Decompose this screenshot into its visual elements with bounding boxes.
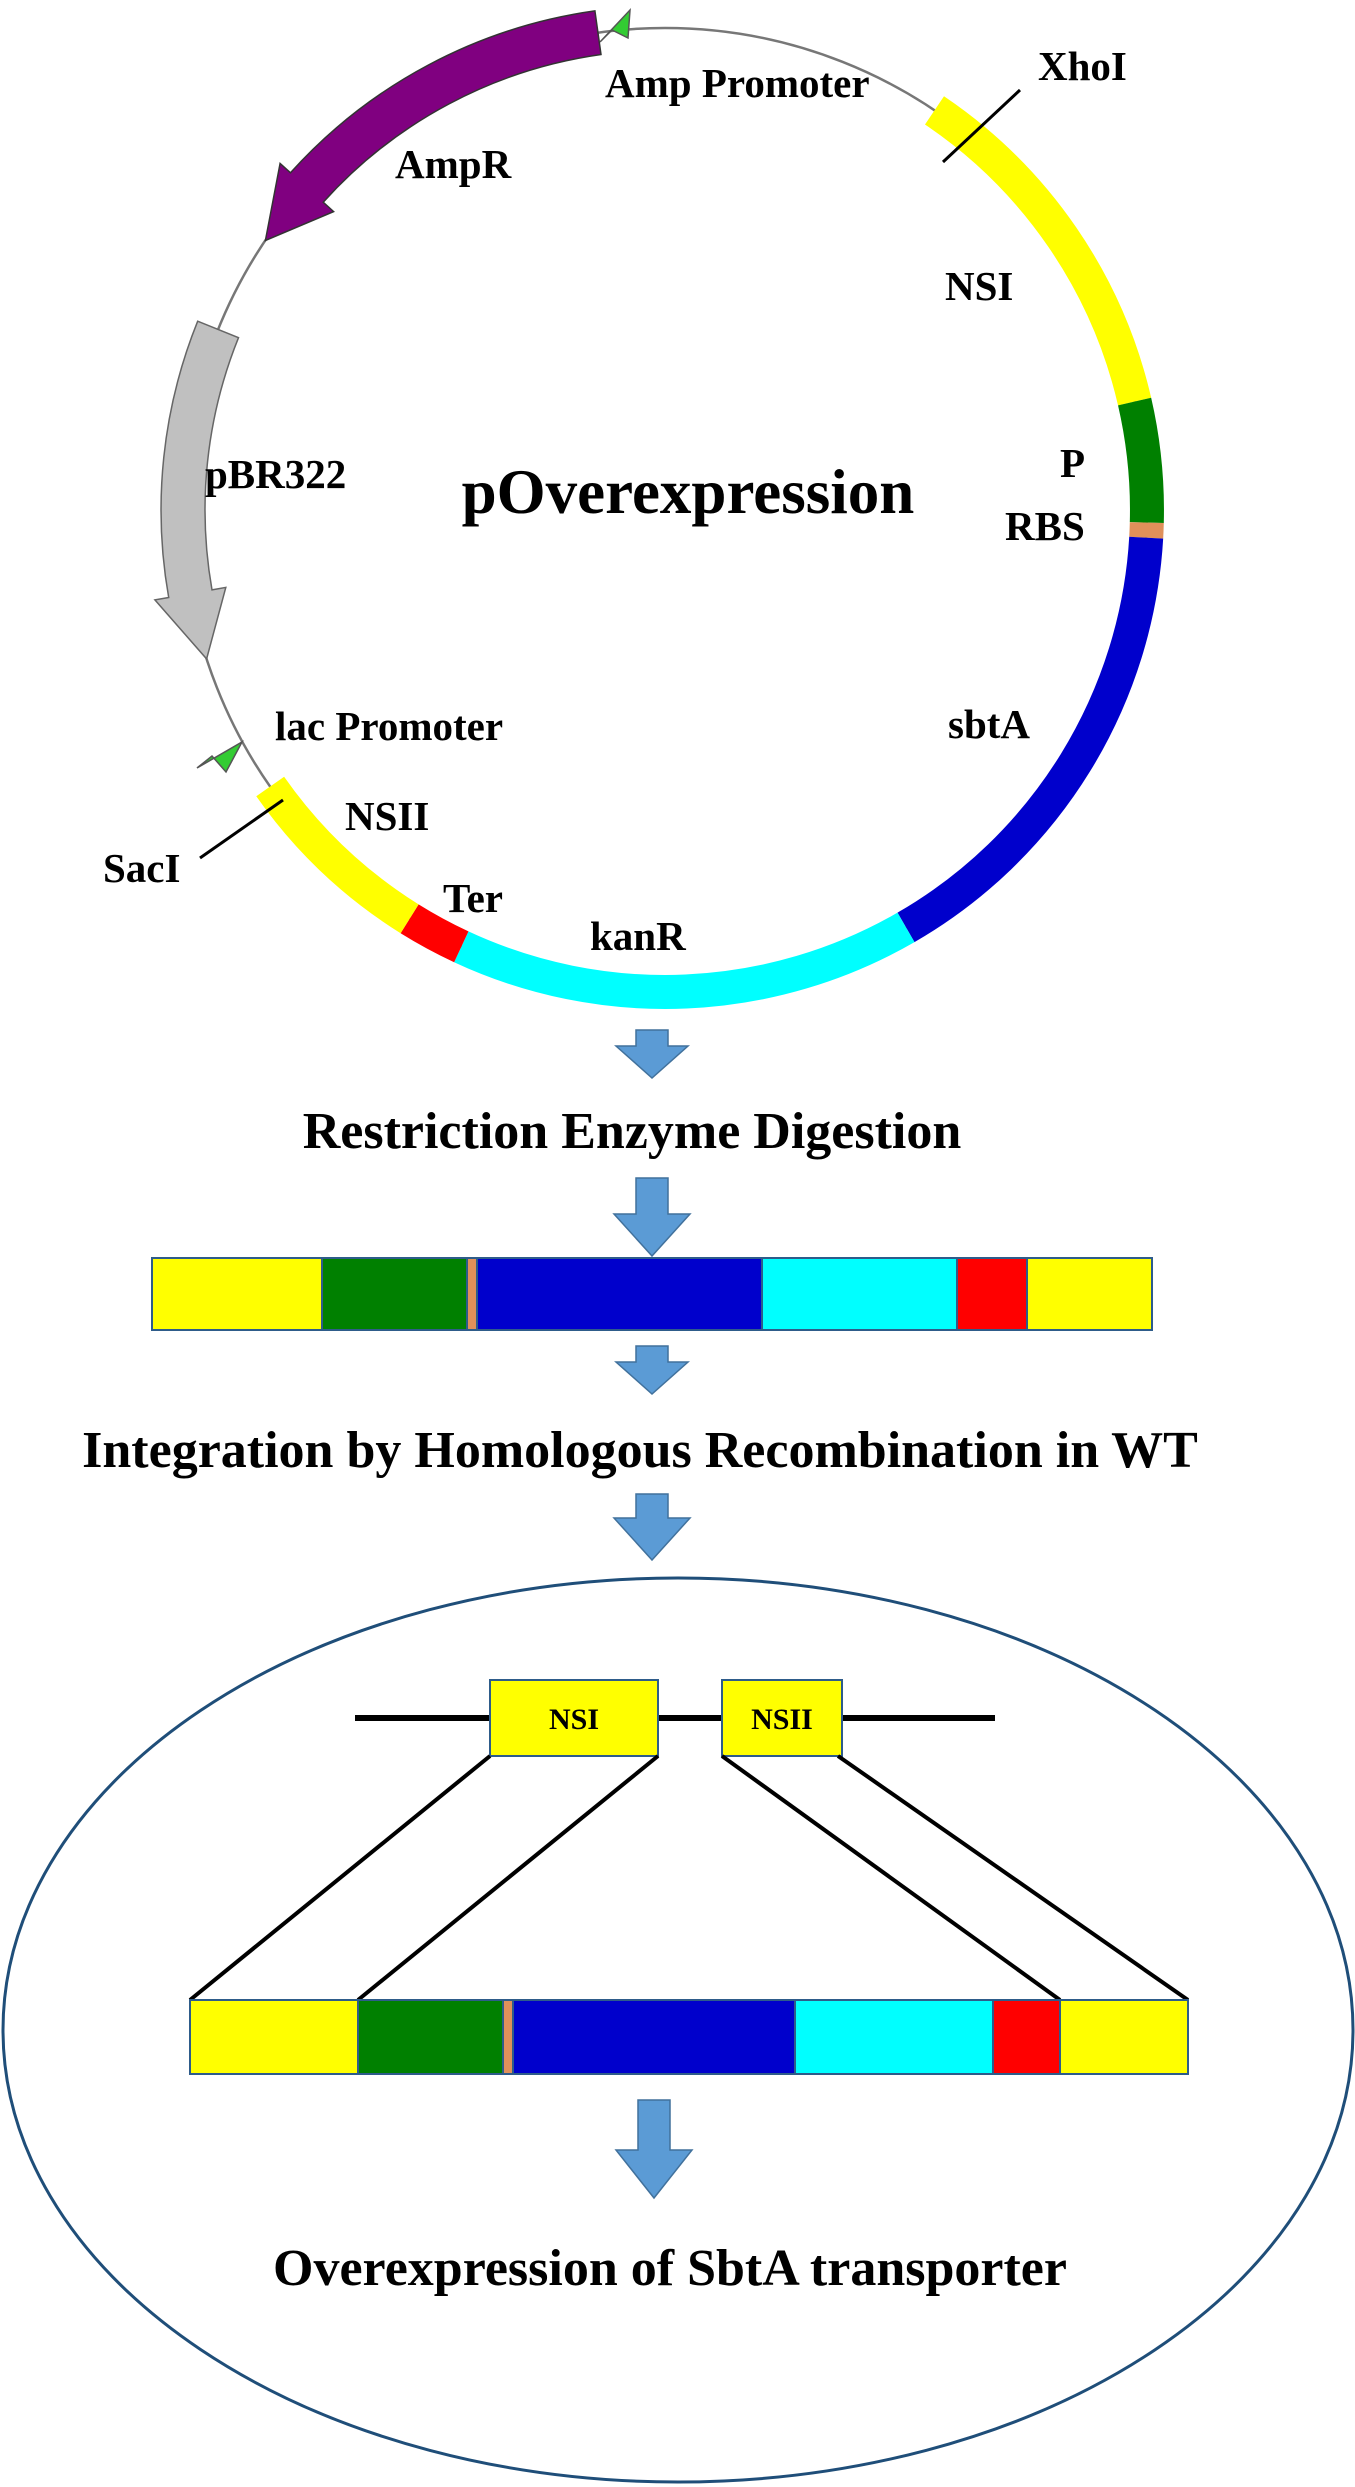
flow-arrow-2: [612, 1177, 692, 1258]
integrated-ter-block: [992, 1999, 1061, 2075]
flow-arrow-1: [614, 1029, 690, 1080]
linear-construct: [151, 1257, 1153, 1331]
integration-step-label: Integration by Homologous Recombination …: [82, 1422, 1198, 1479]
integrated-p-block: [357, 1999, 504, 2075]
integrated-kanr-block: [794, 1999, 994, 2075]
plasmid-name: pOverexpression: [462, 457, 915, 527]
rbs-label: RBS: [1005, 503, 1085, 549]
recombination-lines: [188, 1754, 1190, 2002]
flow-arrow-3: [614, 1345, 690, 1396]
integrated-nsii-block: [1059, 1999, 1189, 2075]
ter-label: Ter: [443, 875, 503, 921]
saci-label: SacI: [103, 845, 180, 891]
construct-sbta-block: [476, 1257, 763, 1331]
xhoi-cut-line: [941, 88, 1022, 164]
integrated-sbta-block: [512, 1999, 796, 2075]
kanr-segment: [454, 912, 915, 1009]
integrated-rbs-block: [502, 1999, 514, 2075]
crossover-line-2: [356, 1754, 660, 2002]
nsi-segment: [924, 96, 1152, 406]
ampr-label: AmpR: [395, 141, 512, 187]
genome-nsi-label: NSI: [549, 1703, 599, 1736]
crossover-line-4: [836, 1754, 1190, 2002]
integrated-nsi-block: [189, 1999, 359, 2075]
kanr-label: kanR: [590, 913, 686, 959]
plasmid-map: pOverexpression Amp Promoter AmpR XhoI N…: [103, 7, 1164, 1009]
construct-kanr-block: [761, 1257, 958, 1331]
genome-locus: NSI NSII: [355, 1679, 995, 1757]
construct-nsi-block: [151, 1257, 323, 1331]
construct-rbs-block: [466, 1257, 478, 1331]
lac-promoter-label: lac Promoter: [275, 703, 503, 749]
saci-cut-line: [199, 798, 284, 860]
nsii-label: NSII: [345, 793, 429, 839]
sbta-label: sbtA: [948, 701, 1030, 747]
genome-nsii-box: [721, 1679, 843, 1757]
nsi-label: NSI: [945, 263, 1013, 309]
crossover-line-1: [188, 1754, 492, 2002]
xhoi-label: XhoI: [1038, 43, 1127, 89]
flow-arrow-4: [612, 1493, 692, 1562]
amp-promoter-marker: [599, 7, 631, 43]
ter-segment: [400, 904, 469, 963]
crossover-line-3: [720, 1754, 1062, 2002]
integrated-construct: [189, 1999, 1189, 2075]
p-label: P: [1060, 440, 1085, 486]
rbs-segment: [1129, 522, 1164, 539]
result-step-label: Overexpression of SbtA transporter: [273, 2240, 1067, 2297]
construct-nsii-block: [1026, 1257, 1153, 1331]
lac-promoter-marker: [196, 740, 244, 774]
p-promoter-segment: [1117, 397, 1164, 524]
pbr322-label: pBR322: [205, 451, 346, 497]
construct-ter-block: [956, 1257, 1028, 1331]
nsii-segment: [256, 776, 419, 934]
construct-p-block: [321, 1257, 468, 1331]
digestion-step-label: Restriction Enzyme Digestion: [303, 1103, 962, 1160]
amp-promoter-label: Amp Promoter: [605, 60, 870, 106]
cyanobacterial-cell: [1, 1576, 1355, 2484]
pbr322-arrow: [153, 320, 240, 661]
genome-nsii-label: NSII: [751, 1703, 813, 1736]
sbta-segment: [897, 536, 1164, 943]
genome-nsi-box: [489, 1679, 659, 1757]
flow-arrow-5: [614, 2099, 694, 2200]
ampr-arrow: [264, 10, 602, 242]
